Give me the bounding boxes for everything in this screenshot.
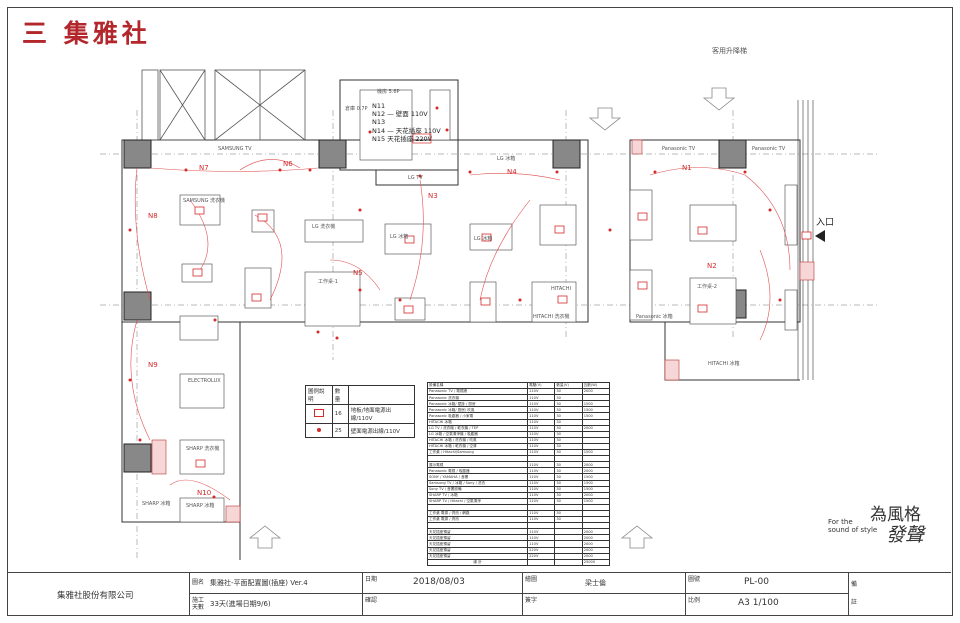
- slogan-en: For the sound of style: [828, 518, 878, 534]
- circuit-label-n2: N2: [707, 262, 717, 270]
- duration: 33天(進場日期9/6): [210, 600, 271, 608]
- slogan: For the sound of style 為風格 發聲: [828, 500, 948, 550]
- notes-key-2: 註: [851, 599, 858, 606]
- column-3: [552, 139, 581, 169]
- circuit-label-n10: N10: [197, 489, 211, 497]
- designer: 梁士倫: [585, 579, 606, 587]
- storage-label: 倉庫 0.7P: [345, 105, 368, 112]
- label-hitachi: HITACHI: [551, 286, 571, 292]
- legend-count-2: 25: [331, 423, 349, 438]
- label-work-table-2: 工作桌-2: [697, 283, 717, 290]
- label-lg-tv-top: LG 冰箱: [497, 155, 515, 162]
- tb-designer-cell: 繪圖 梁士倫 簽字: [522, 573, 686, 615]
- column-8: [123, 443, 152, 473]
- drawing-no-key: 圖號: [688, 576, 701, 583]
- circuit-label-n5: N5: [353, 269, 363, 277]
- legend-table: 圖例說明 數量 16 地板/地面電源出線/110V 25 壁面電源出線/110V: [305, 385, 416, 438]
- column-2: [318, 139, 347, 169]
- label-panasonic-tv-2: Panasonic TV: [752, 146, 786, 152]
- tb-drawno-cell: 圖號 PL-00 比例 A3 1/100: [685, 573, 849, 615]
- floor-plan: N1 N2 N3 N4 N5 N6 N7 N8 N9 N10 機房 5.6P 倉…: [100, 69, 880, 560]
- duration-key: 施工天數: [192, 597, 205, 611]
- slogan-zh-top: 為風格: [870, 505, 921, 525]
- panel-room: [339, 79, 459, 171]
- label-hitachi-fridge: HITACHI 冰箱: [708, 360, 740, 367]
- label-samsung-display: SAMSUNG 洗衣機: [183, 197, 225, 204]
- company-logo: 三 集雅社: [22, 19, 151, 48]
- signer-key: 簽字: [525, 597, 538, 604]
- notes-key-1: 備: [851, 581, 858, 588]
- label-hitachi-vert: HITACHI 洗衣機: [533, 313, 570, 320]
- column-5: [123, 291, 152, 321]
- legend-floor-outlet-icon: [305, 404, 333, 424]
- drawing-no: PL-00: [744, 577, 769, 587]
- scale: A3 1/100: [738, 598, 779, 608]
- circuit-label-n8: N8: [148, 212, 158, 220]
- legend-desc-2: 壁面電源出線/110V: [347, 423, 416, 438]
- company-name: 集雅社股份有限公司: [57, 591, 134, 601]
- confirm-key: 確認: [365, 597, 378, 604]
- circuit-label-n9: N9: [148, 361, 158, 369]
- label-lg-tv: LG TV: [408, 175, 423, 181]
- label-sharp-3: SHARP 冰箱: [142, 500, 170, 507]
- label-sharp-2: SHARP 冰箱: [186, 502, 214, 509]
- designer-key: 繪圖: [525, 576, 538, 583]
- legend-desc-1: 地板/地面電源出線/110V: [347, 404, 416, 424]
- drawing-frame: [7, 7, 953, 616]
- circuit-label-n6: N6: [283, 160, 293, 168]
- load-table: 設備名稱 電壓(V) 數量(V) 瓦數(W) Panasonic TV / 電視…: [426, 381, 611, 566]
- tb-date-cell: 日期 2018/08/03 確認: [362, 573, 523, 615]
- label-work-table-1: 工作桌-1: [318, 278, 338, 285]
- legend-wall-outlet-icon: [305, 423, 333, 438]
- date: 2018/08/03: [413, 577, 465, 587]
- label-lg-fridge: LG 冰箱: [390, 233, 408, 240]
- label-sharp-1: SHARP 洗衣機: [186, 445, 219, 452]
- label-lg-fridge-2: LG 冰箱: [474, 235, 492, 242]
- label-lg-washer: LG 洗衣機: [312, 223, 335, 230]
- load-total-value: 25000: [581, 558, 611, 566]
- panel-n11: N11: [372, 102, 385, 110]
- column-1: [123, 139, 152, 169]
- tb-drawing-cell: 圖名 集雅社-平面配置圖(插座) Ver.4 施工天數 33天(進場日期9/6): [189, 573, 363, 615]
- label-electrolux: ELECTROLUX: [188, 378, 221, 384]
- panel-room-label: 機房 5.6P: [377, 88, 400, 95]
- entrance-label: 入口: [816, 217, 834, 228]
- title-block: 集雅社股份有限公司 圖名 集雅社-平面配置圖(插座) Ver.4 施工天數 33…: [7, 572, 951, 615]
- drawing-name: 集雅社-平面配置圖(插座) Ver.4: [210, 579, 308, 587]
- tb-notes-cell: 備 註: [848, 573, 952, 615]
- slogan-zh-bottom: 發聲: [886, 524, 925, 546]
- circuit-label-n7: N7: [199, 164, 209, 172]
- panel-n15: N15 天花插座 220V: [372, 134, 433, 143]
- elevator-note: 客用升降梯: [712, 47, 747, 55]
- legend-count-1: 16: [331, 404, 349, 424]
- load-total-label: 總 計: [426, 558, 529, 566]
- circuit-label-n3: N3: [428, 192, 438, 200]
- column-4: [718, 139, 747, 169]
- label-samsung-tv: SAMSUNG TV: [218, 146, 252, 152]
- circuit-label-n4: N4: [507, 168, 517, 176]
- panel-n12: N12 — 壁面 110V: [372, 109, 428, 118]
- legend-header-symbol: 圖例說明: [305, 385, 333, 405]
- legend-header-count: 數量: [331, 385, 349, 405]
- circuit-label-n1: N1: [682, 164, 692, 172]
- date-key: 日期: [365, 576, 378, 583]
- label-panasonic-tv-1: Panasonic TV: [662, 146, 696, 152]
- panel-n14: N14 — 天花插座 110V: [372, 126, 441, 135]
- panel-n13: N13: [372, 118, 385, 126]
- scale-key: 比例: [688, 597, 701, 604]
- drawing-name-key: 圖名: [192, 579, 205, 586]
- label-panasonic-vert: Panasonic 冰箱: [636, 313, 673, 320]
